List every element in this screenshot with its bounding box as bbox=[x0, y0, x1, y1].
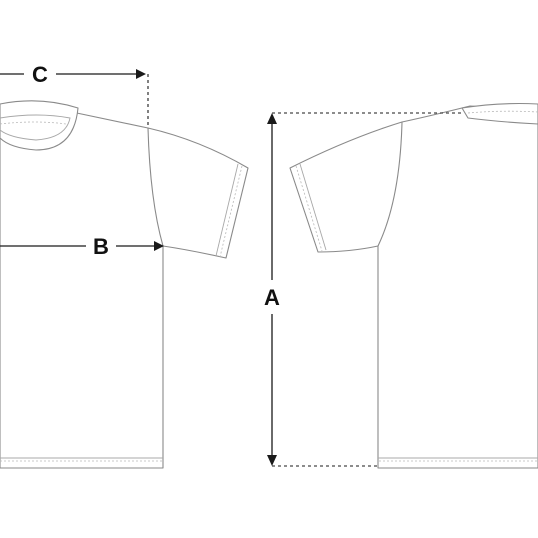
back-sleeve-cuff-stitch bbox=[295, 165, 323, 252]
dimension-c-label: C bbox=[32, 62, 48, 87]
front-sleeve-cuff bbox=[215, 163, 239, 257]
dimension-a: A bbox=[264, 112, 462, 467]
dimension-c-arrow bbox=[136, 69, 146, 79]
dimension-c: C bbox=[0, 62, 149, 128]
back-sleeve-cuff bbox=[299, 163, 327, 251]
front-sleeve bbox=[147, 127, 249, 259]
front-body-outline bbox=[0, 109, 164, 469]
front-view-tshirt bbox=[0, 100, 249, 469]
front-collar-stitch bbox=[0, 121, 67, 125]
front-collar-inner bbox=[0, 114, 71, 141]
dimension-b-arrow bbox=[154, 241, 164, 251]
back-body-outline bbox=[377, 105, 538, 469]
back-view-tshirt bbox=[289, 102, 538, 469]
dimension-a-arrow-top bbox=[267, 113, 277, 124]
dimension-b-label: B bbox=[93, 234, 109, 259]
back-collar bbox=[461, 102, 538, 125]
dimension-a-arrow-bottom bbox=[267, 455, 277, 466]
back-sleeve bbox=[289, 121, 403, 253]
dimension-a-label: A bbox=[264, 285, 280, 310]
dimension-b: B bbox=[0, 234, 164, 259]
